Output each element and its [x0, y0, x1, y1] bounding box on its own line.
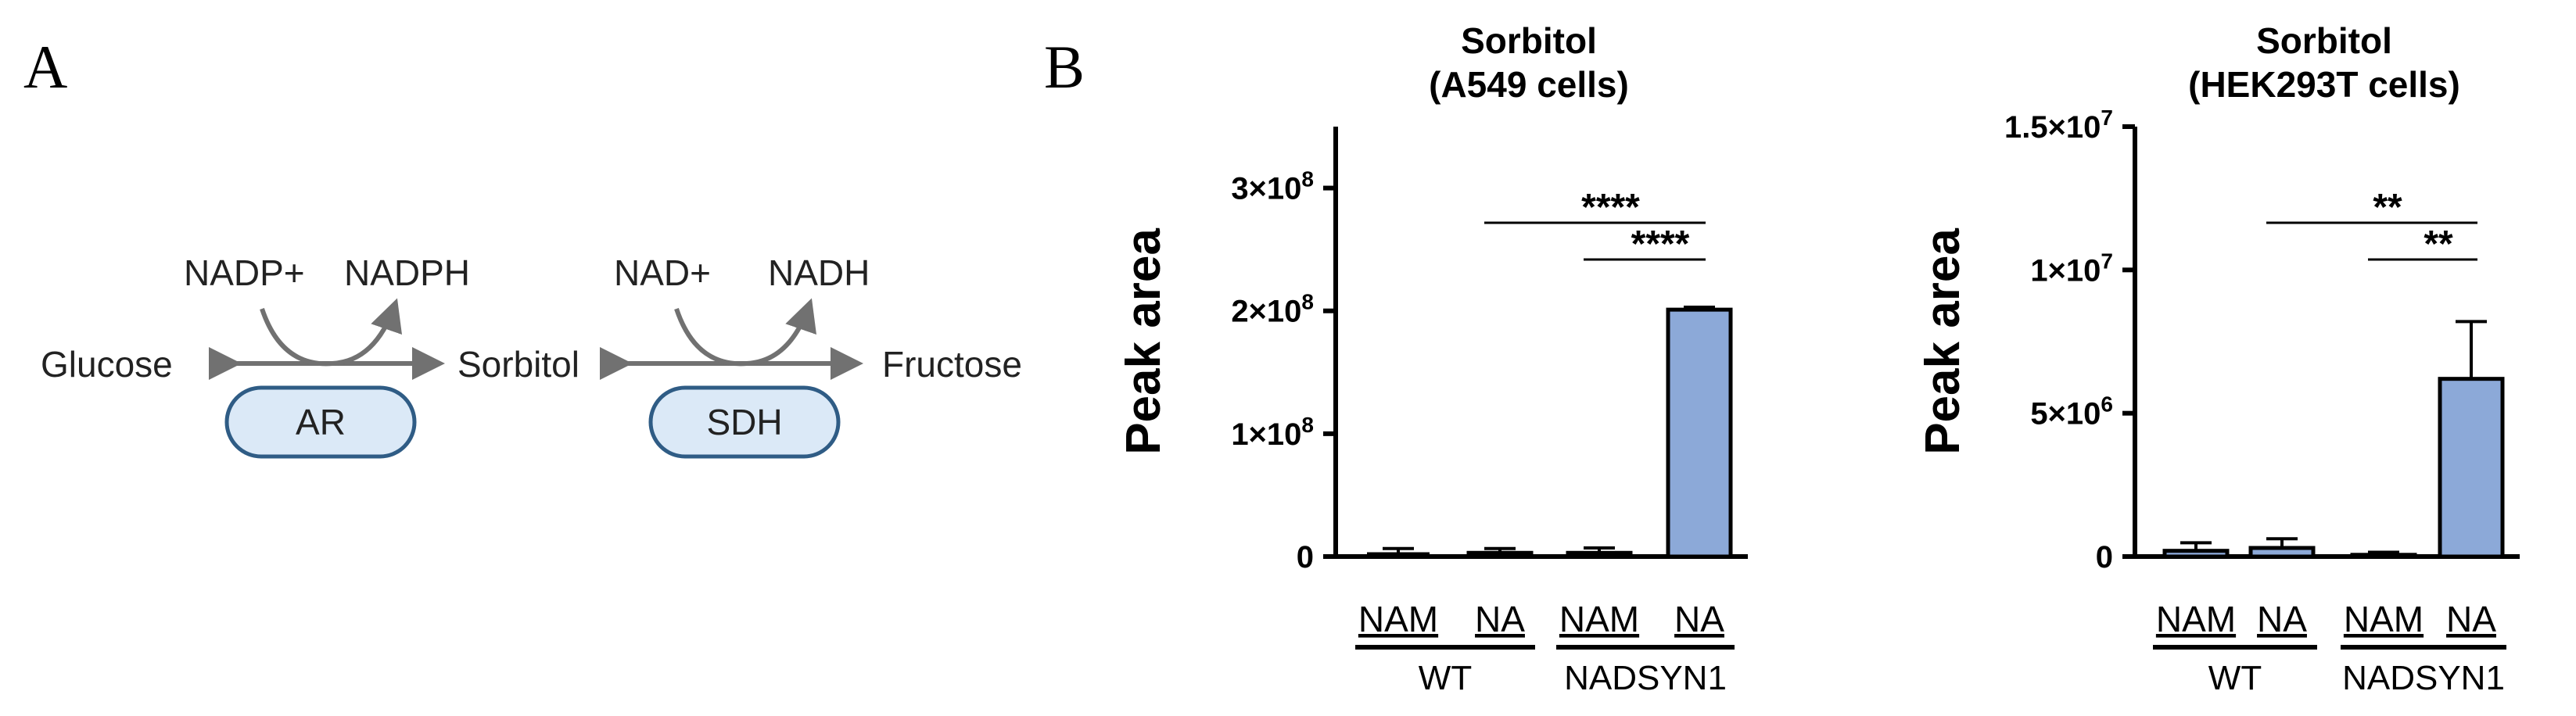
- nad-cofactor-arrow: [674, 298, 817, 367]
- y-tick-mantissa: 0: [1297, 540, 1314, 575]
- group-label: NADSYN1: [1564, 659, 1727, 697]
- y-tick-label: 5×106: [2030, 392, 2113, 431]
- y-tick-mantissa: 1×10: [1231, 417, 1301, 452]
- chart-title-line: (A549 cells): [1429, 64, 1629, 105]
- significance-label: ****: [1581, 187, 1640, 228]
- x-category-label: NA: [1475, 599, 1525, 639]
- y-tick-mantissa: 1×10: [2030, 253, 2101, 288]
- nadph-label: NADPH: [344, 252, 470, 293]
- chart-title: Sorbitol(A549 cells): [1429, 20, 1629, 105]
- y-tick-label: 1.5×107: [2004, 106, 2113, 145]
- group-label: WT: [2208, 659, 2262, 697]
- bar: [2438, 377, 2505, 559]
- nadp-cofactor-arrow: [260, 298, 403, 367]
- y-tick-exponent: 6: [2101, 392, 2113, 417]
- x-category-label: NAM: [2156, 599, 2236, 639]
- y-tick-mantissa: 2×10: [1231, 295, 1301, 329]
- ar-enzyme-box: [224, 385, 417, 459]
- significance-label: **: [2424, 224, 2453, 265]
- y-tick-label: 1×108: [1231, 413, 1314, 452]
- y-tick-mantissa: 5×10: [2030, 397, 2101, 431]
- chart-title: Sorbitol(HEK293T cells): [2188, 20, 2460, 105]
- y-tick-exponent: 7: [2101, 249, 2113, 273]
- y-tick-exponent: 8: [1301, 413, 1314, 437]
- x-category-label: NAM: [2344, 599, 2424, 639]
- group-label: NADSYN1: [2342, 659, 2505, 697]
- y-tick-label: 0: [1297, 540, 1314, 575]
- bar: [2248, 546, 2316, 559]
- significance-label: ****: [1631, 224, 1690, 265]
- bar: [2350, 553, 2417, 559]
- chart-title-line: Sorbitol: [2256, 20, 2392, 61]
- ar-enzyme-label: AR: [296, 402, 346, 442]
- y-tick-mantissa: 0: [2096, 540, 2113, 575]
- panel-a-label: A: [23, 33, 67, 101]
- y-tick-exponent: 8: [1301, 290, 1314, 314]
- panel-b: B Sorbitol(A549 cells)Peak area01×1082×1…: [1044, 20, 2520, 697]
- chart-a549: Sorbitol(A549 cells)Peak area01×1082×108…: [1117, 20, 1748, 697]
- x-category-label: NAM: [1358, 599, 1438, 639]
- x-category-label: NA: [2446, 599, 2496, 639]
- y-tick-mantissa: 3×10: [1231, 172, 1301, 206]
- y-tick-exponent: 7: [2101, 106, 2113, 130]
- nadh-label: NADH: [768, 252, 870, 293]
- sdh-enzyme-box: [648, 385, 841, 459]
- y-tick-mantissa: 1.5×10: [2004, 110, 2101, 145]
- fructose-label: Fructose: [882, 344, 1022, 385]
- sorbitol-label: Sorbitol: [457, 344, 579, 385]
- panel-a: A Glucose Sorbitol Fructose NADP+ NADPH …: [23, 33, 1022, 459]
- y-axis-label: Peak area: [1117, 228, 1171, 455]
- x-category-label: NA: [1674, 599, 1724, 639]
- x-category-label: NAM: [1559, 599, 1639, 639]
- chart-title-line: (HEK293T cells): [2188, 64, 2460, 105]
- y-tick-label: 3×108: [1231, 167, 1314, 206]
- chart-hek293t: Sorbitol(HEK293T cells) Peak area 0 5×106 1×…: [1916, 20, 2520, 697]
- y-tick-exponent: 8: [1301, 167, 1314, 192]
- sdh-enzyme-label: SDH: [706, 402, 782, 442]
- chart-title-line: Sorbitol: [1461, 20, 1597, 61]
- group-label: WT: [1419, 659, 1472, 697]
- y-tick-label: 0: [2096, 540, 2113, 575]
- bar: [1466, 550, 1534, 559]
- y-tick-label: 2×108: [1231, 290, 1314, 329]
- bar: [2162, 549, 2230, 559]
- significance-label: **: [2373, 187, 2402, 228]
- bar: [1566, 550, 1633, 559]
- nadp-plus-label: NADP+: [184, 252, 305, 293]
- y-tick-label: 1×107: [2030, 249, 2113, 288]
- panel-b-label: B: [1044, 33, 1085, 101]
- y-axis-label: Peak area: [1916, 228, 1970, 455]
- glucose-label: Glucose: [41, 344, 173, 385]
- x-category-label: NA: [2257, 599, 2307, 639]
- bar: [1666, 307, 1733, 559]
- nad-plus-label: NAD+: [614, 252, 711, 293]
